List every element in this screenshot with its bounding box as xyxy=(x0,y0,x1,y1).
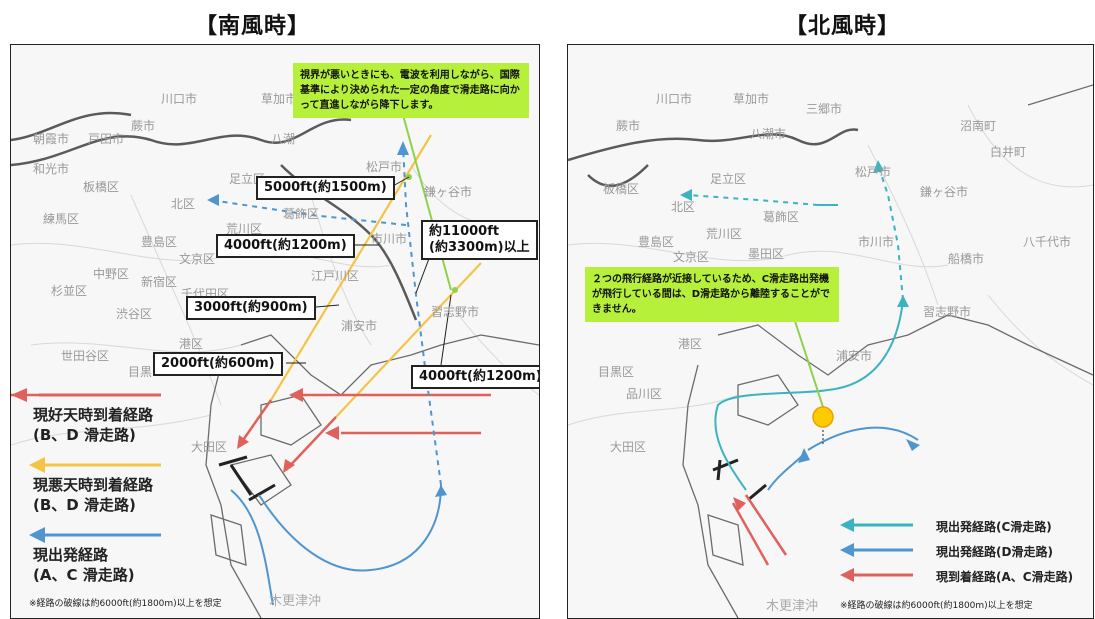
place-label: 中野区 xyxy=(93,267,130,281)
place-label: 沼南町 xyxy=(960,119,997,133)
place-label: 杉並区 xyxy=(51,284,88,298)
place-label: 川口市 xyxy=(656,92,693,106)
place-label: 和光市 xyxy=(33,162,70,176)
altitude-label-11000: 約11000ft (約3300m)以上 xyxy=(421,220,538,260)
place-label: 目黒 xyxy=(128,365,153,379)
place-label: 荒川区 xyxy=(226,222,263,236)
place-label: 豊島区 xyxy=(141,235,178,249)
legend-departure: 現出発経路 (A、C 滑走路) xyxy=(33,546,135,584)
altitude-label-3000: 3000ft(約900m) xyxy=(186,296,316,320)
footnote: ※経路の破線は約6000ft(約1800m)以上を想定 xyxy=(29,599,222,609)
place-label: 浦安市 xyxy=(836,349,873,363)
place-label: 草加市 xyxy=(733,92,770,106)
place-label: 練馬区 xyxy=(43,212,80,226)
place-label: 江戸川区 xyxy=(311,269,360,283)
place-label: 目黒区 xyxy=(598,365,635,379)
place-label: 朝霞市 xyxy=(33,132,70,146)
place-label: 蕨市 xyxy=(616,119,641,133)
altitude-label-4000-east: 4000ft(約1200m) xyxy=(411,365,539,389)
legend-bad-weather-arrival: 現悪天時到着経路 (B、D 滑走路) xyxy=(33,476,154,514)
place-label: 渋谷区 xyxy=(116,307,153,321)
south-wind-title: 【南風時】 xyxy=(195,14,311,39)
place-label: 川口市 xyxy=(161,92,198,106)
footnote: ※経路の破線は約6000ft(約1800m)以上を想定 xyxy=(840,601,1033,611)
south-wind-map-graphics xyxy=(11,111,539,618)
conflict-marker xyxy=(812,406,834,428)
place-label: 戸田市 xyxy=(88,132,125,146)
place-label: 文京区 xyxy=(179,252,216,266)
place-label: 鎌ヶ谷市 xyxy=(424,185,473,199)
place-label: 松戸市 xyxy=(366,160,403,174)
place-label: 松戸市 xyxy=(855,165,892,179)
legend-d-departure: 現出発経路(D滑走路) xyxy=(936,545,1053,559)
place-label: 白井町 xyxy=(990,145,1027,159)
sea-label: 木更津沖 xyxy=(766,599,819,614)
place-label: 鎌ヶ谷市 xyxy=(920,185,969,199)
river-line xyxy=(11,111,132,142)
north-wind-map: 川口市 草加市 三郷市 蕨市 八潮市 沼南町 白井町 足立区 松戸市 板橋区 北… xyxy=(567,44,1094,619)
conflict-note: ２つの飛行経路が近接しているため、C滑走路出発機が飛行している間は、D滑走路から… xyxy=(585,267,839,322)
place-label: 三郷市 xyxy=(806,102,843,116)
legend-c-departure: 現出発経路(C滑走路) xyxy=(936,520,1052,534)
runway xyxy=(248,483,276,502)
place-label: 習志野市 xyxy=(431,305,480,319)
legend-arrival: 現到着経路(A、C滑走路) xyxy=(936,570,1074,584)
place-label: 港区 xyxy=(179,337,204,351)
place-label: 八潮 xyxy=(271,132,296,146)
sea-label: 木更津沖 xyxy=(269,594,322,609)
altitude-label-2000: 2000ft(約600m) xyxy=(153,352,283,376)
place-label: 八千代市 xyxy=(1023,235,1072,249)
altitude-label-4000: 4000ft(約1200m) xyxy=(216,234,355,258)
river-line xyxy=(11,118,352,167)
place-label: 葛飾区 xyxy=(763,210,800,224)
place-label: 北区 xyxy=(171,197,196,211)
north-wind-title: 【北風時】 xyxy=(785,14,901,39)
place-label: 市川市 xyxy=(371,232,408,246)
ils-note: 視界が悪いときにも、電波を利用しながら、国際基準により決められた一定の角度で滑走… xyxy=(293,63,529,118)
place-label: 世田谷区 xyxy=(61,349,110,363)
place-label: 新宿区 xyxy=(141,275,178,289)
north-wind-map-graphics xyxy=(568,84,1093,618)
place-label: 船橋市 xyxy=(948,252,985,266)
place-label: 葛飾区 xyxy=(283,207,320,221)
place-label: 市川市 xyxy=(858,235,895,249)
runway xyxy=(218,455,248,467)
runway xyxy=(229,464,253,496)
place-label: 北区 xyxy=(671,200,696,214)
place-label: 大田区 xyxy=(191,440,228,454)
place-label: 豊島区 xyxy=(638,235,675,249)
place-label: 荒川区 xyxy=(706,227,743,241)
place-label: 板橋区 xyxy=(603,182,640,196)
place-label: 浦安市 xyxy=(341,319,378,333)
legend-good-weather-arrival: 現好天時到着経路 (B、D 滑走路) xyxy=(33,406,154,444)
place-label: 板橋区 xyxy=(83,180,120,194)
place-label: 文京区 xyxy=(673,250,710,264)
place-label: 品川区 xyxy=(626,387,663,401)
place-label: 蕨市 xyxy=(131,119,156,133)
south-wind-map: 川口市 草加市 蕨市 朝霞市 戸田市 和光市 八潮 板橋区 足立区 松戸市 鎌ヶ… xyxy=(10,44,540,619)
place-label: 大田区 xyxy=(610,440,647,454)
place-label: 八潮市 xyxy=(750,127,787,141)
place-label: 港区 xyxy=(678,337,703,351)
altitude-label-5000: 5000ft(約1500m) xyxy=(256,176,395,200)
place-label: 足立区 xyxy=(710,172,747,186)
place-label: 習志野市 xyxy=(923,305,972,319)
place-label: 草加市 xyxy=(261,92,298,106)
place-label: 墨田区 xyxy=(748,247,785,261)
